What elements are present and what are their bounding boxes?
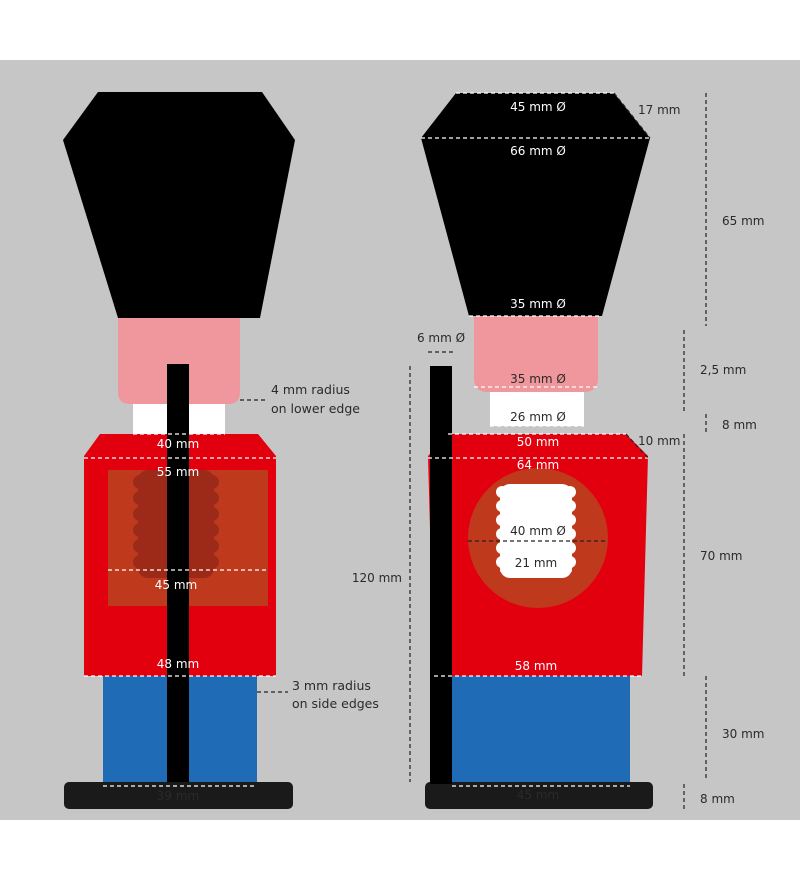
note-face-radius-line1: 4 mm radius bbox=[271, 382, 350, 397]
left-label-jacket-bottom: 48 mm bbox=[157, 657, 199, 671]
right-rod bbox=[430, 366, 452, 784]
left-label-jacket-top: 55 mm bbox=[157, 465, 199, 479]
right-label-shoulder-top: 50 mm bbox=[517, 435, 559, 449]
right-label-neck: 26 mm Ø bbox=[510, 410, 566, 424]
left-label-shoulder-top: 40 mm bbox=[157, 437, 199, 451]
dim-face-gap: 2,5 mm bbox=[700, 363, 746, 377]
left-spring-coils bbox=[133, 475, 219, 569]
right-hat bbox=[421, 93, 650, 316]
right-label-jacket-bottom: 58 mm bbox=[515, 659, 557, 673]
left-rod bbox=[167, 364, 189, 782]
left-base bbox=[64, 782, 293, 809]
note-face-radius-line2: on lower edge bbox=[271, 401, 360, 416]
dim-base-height: 8 mm bbox=[700, 792, 735, 806]
right-figure: 45 mm Ø 66 mm Ø 35 mm Ø 35 mm Ø 26 mm Ø … bbox=[352, 92, 764, 810]
left-label-base: 39 mm bbox=[157, 789, 199, 803]
right-label-rod-height: 120 mm bbox=[352, 571, 402, 585]
right-label-jacket-top: 64 mm bbox=[517, 458, 559, 472]
right-face bbox=[474, 316, 598, 392]
right-label-hat-rim: 66 mm Ø bbox=[510, 144, 566, 158]
right-neck bbox=[490, 392, 584, 426]
dim-neck-height: 8 mm bbox=[722, 418, 757, 432]
right-label-base: 45 mm bbox=[517, 788, 559, 802]
left-face bbox=[118, 318, 240, 404]
dim-shoulder-height: 10 mm bbox=[638, 434, 680, 448]
dim-hat-top-height: 17 mm bbox=[638, 103, 680, 117]
right-label-circle: 40 mm Ø bbox=[510, 524, 566, 538]
right-trousers bbox=[452, 676, 630, 782]
left-hat bbox=[63, 92, 295, 318]
left-figure: 40 mm 55 mm 45 mm 48 mm 39 mm 4 mm radiu… bbox=[63, 92, 379, 809]
right-label-face-bottom: 35 mm Ø bbox=[510, 372, 566, 386]
dim-hat-height: 65 mm bbox=[722, 214, 764, 228]
left-label-inlay-bottom: 45 mm bbox=[155, 578, 197, 592]
note-trousers-radius-line2: on side edges bbox=[292, 696, 379, 711]
right-label-rod-diameter: 6 mm Ø bbox=[417, 331, 465, 345]
right-label-hat-bottom: 35 mm Ø bbox=[510, 297, 566, 311]
dim-jacket-height: 70 mm bbox=[700, 549, 742, 563]
dim-trousers-height: 30 mm bbox=[722, 727, 764, 741]
right-spring-coils bbox=[496, 486, 576, 568]
right-label-hat-top: 45 mm Ø bbox=[510, 100, 566, 114]
right-base bbox=[425, 782, 653, 809]
note-trousers-radius-line1: 3 mm radius bbox=[292, 678, 371, 693]
right-spring-slot bbox=[500, 484, 572, 578]
right-label-spring: 21 mm bbox=[515, 556, 557, 570]
